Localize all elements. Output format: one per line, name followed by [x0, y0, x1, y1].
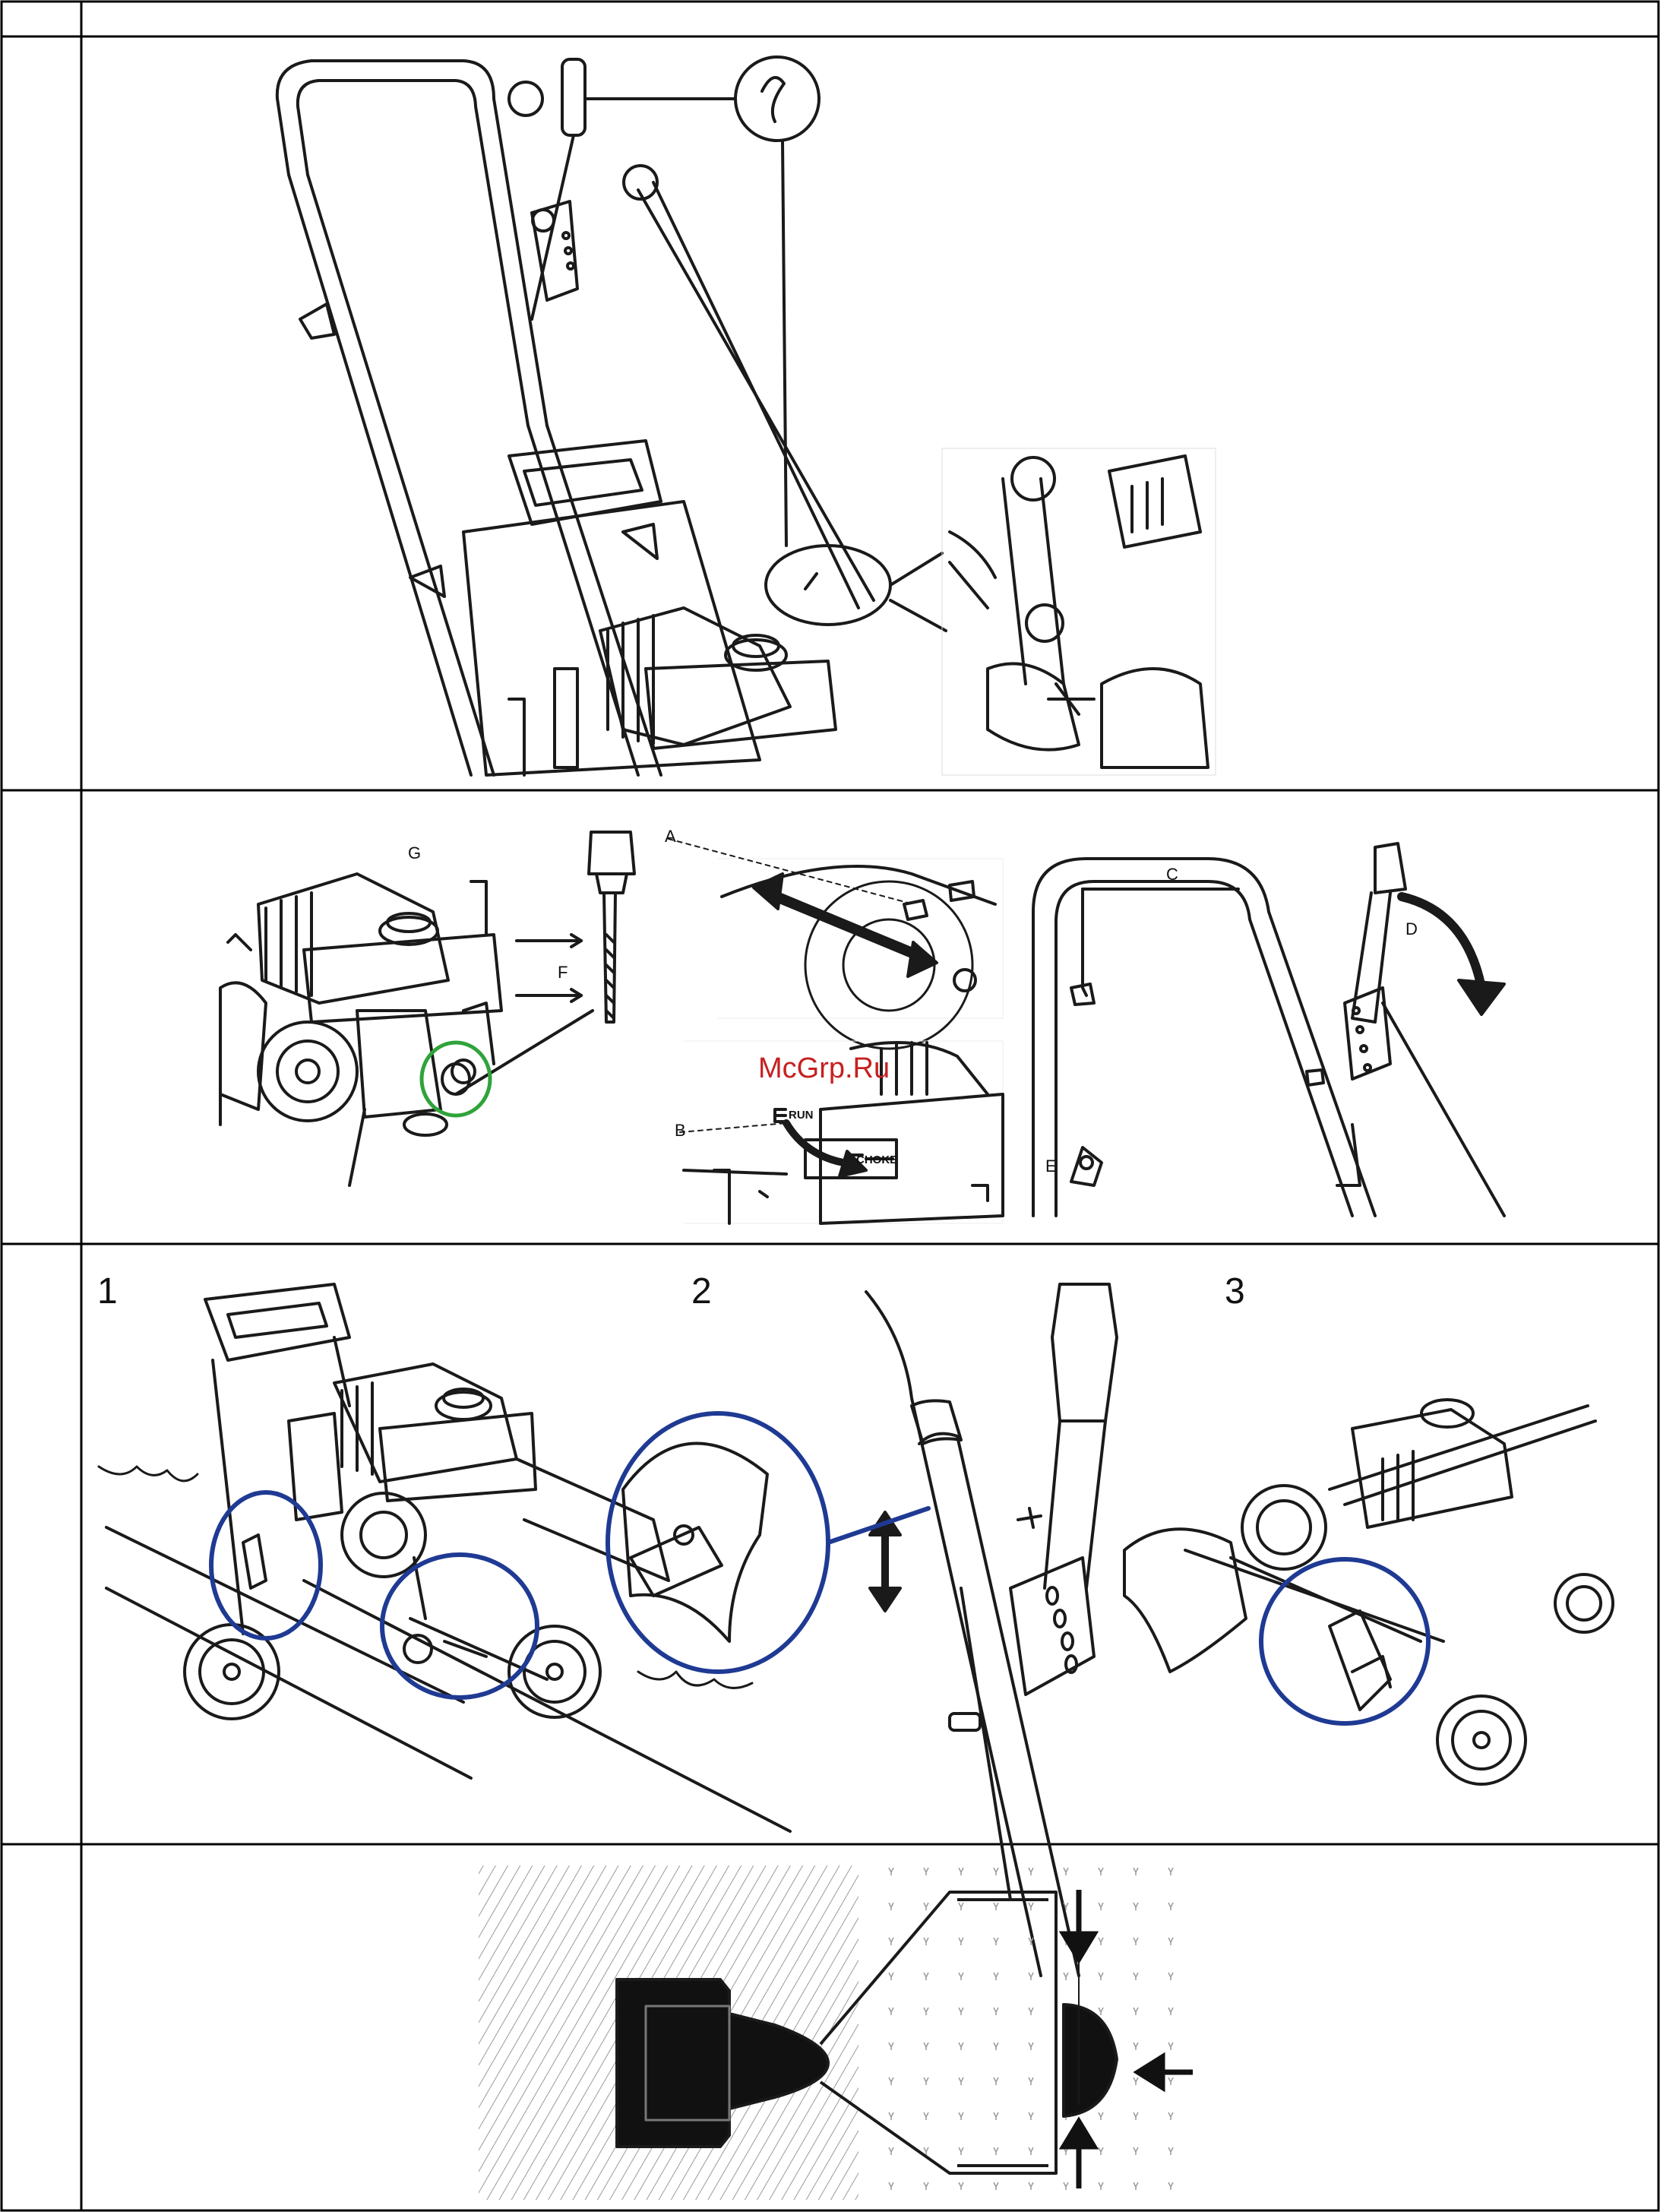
label-c: C [1166, 865, 1178, 884]
watermark: McGrp.Ru [758, 1052, 890, 1085]
label-f: F [558, 963, 568, 983]
label-g: G [408, 843, 421, 863]
label-choke: CHOKE [856, 1153, 897, 1166]
label-b: B [675, 1121, 686, 1141]
step-2: 2 [691, 1271, 712, 1312]
label-run: RUN [789, 1109, 814, 1122]
label-e: E [1045, 1157, 1057, 1176]
step-3: 3 [1225, 1271, 1245, 1312]
label-a: A [665, 827, 676, 847]
step-1: 1 [97, 1271, 118, 1312]
label-d: D [1405, 919, 1418, 939]
